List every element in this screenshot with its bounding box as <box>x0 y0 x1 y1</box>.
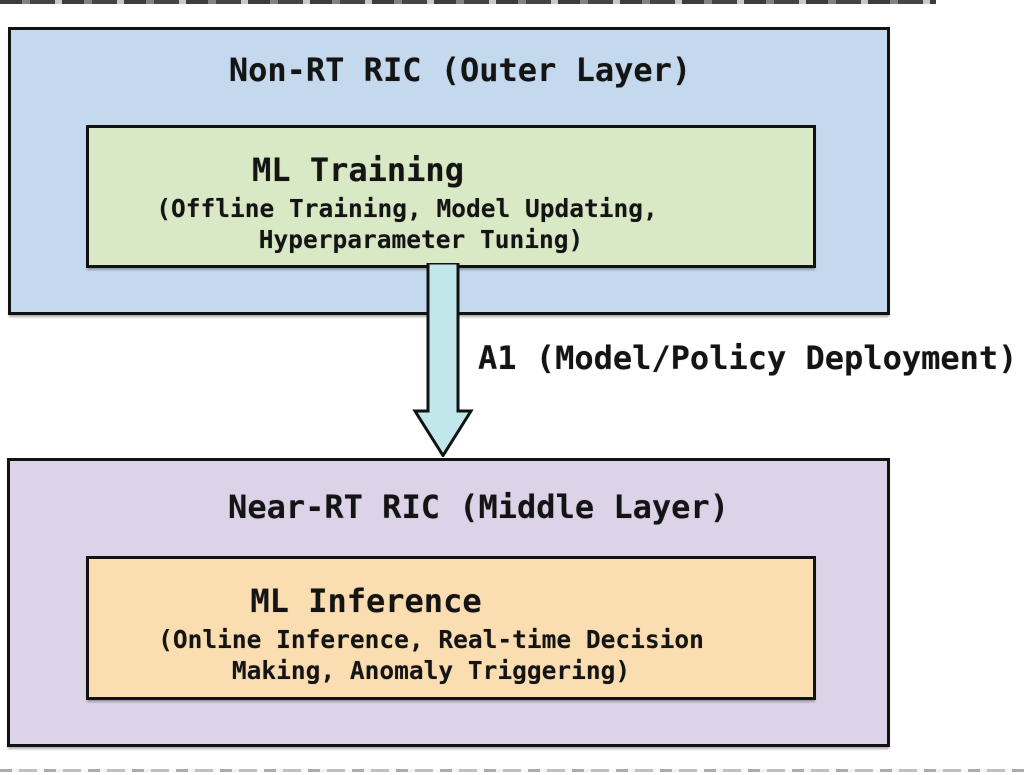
a1-arrow-label: A1 (Model/Policy Deployment) <box>478 339 1018 377</box>
a1-arrow-icon <box>412 263 474 457</box>
a1-arrow-shape <box>412 263 474 457</box>
near-rt-ric-box: Near-RT RIC (Middle Layer) ML Inference … <box>7 458 890 747</box>
bottom-edge-artifact <box>0 769 1024 772</box>
non-rt-ric-title: Non-RT RIC (Outer Layer) <box>11 50 887 90</box>
ml-training-title-text: ML Training <box>252 151 464 189</box>
ml-inference-title-text: ML Inference <box>250 582 482 620</box>
ml-inference-subtitle-line2: Making, Anomaly Triggering) <box>231 656 631 685</box>
ml-inference-box: ML Inference (Online Inference, Real-tim… <box>86 556 816 700</box>
near-rt-ric-title: Near-RT RIC (Middle Layer) <box>10 487 887 527</box>
ml-training-subtitle-line1: (Offline Training, Model Updating, <box>156 194 658 223</box>
ml-training-box: ML Training (Offline Training, Model Upd… <box>86 125 816 268</box>
near-rt-ric-title-text: Near-RT RIC (Middle Layer) <box>228 488 729 526</box>
ml-inference-subtitle-line1: (Online Inference, Real-time Decision <box>158 625 704 654</box>
non-rt-ric-title-text: Non-RT RIC (Outer Layer) <box>228 51 692 89</box>
top-edge-artifact <box>0 0 936 4</box>
ml-training-subtitle: (Offline Training, Model Updating, Hyper… <box>89 193 813 255</box>
ml-training-subtitle-line2: Hyperparameter Tuning) <box>258 225 584 254</box>
ml-inference-title: ML Inference <box>89 581 813 621</box>
ml-training-title: ML Training <box>89 150 813 190</box>
ml-inference-subtitle: (Online Inference, Real-time Decision Ma… <box>89 624 813 686</box>
